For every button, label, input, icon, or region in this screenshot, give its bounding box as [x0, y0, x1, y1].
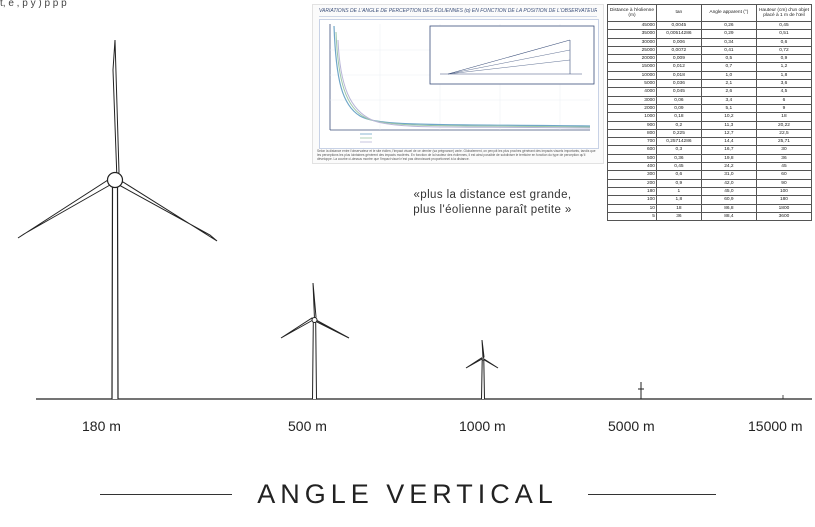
table-cell: 180	[755, 195, 813, 205]
distance-label-15000m: 15000 m	[748, 418, 803, 434]
table-cell: 0,72	[755, 45, 813, 56]
table-cell: 0,6	[755, 37, 813, 47]
table-cell: 6	[755, 95, 813, 105]
table-cell: 100	[755, 186, 813, 197]
table-cell: 20,22	[755, 120, 813, 130]
table-cell: 90	[755, 178, 813, 188]
table-cell: 1800	[755, 203, 813, 213]
cropped-heading-strip: t, e , p y ) p p p	[0, 0, 67, 8]
table-cell: 60	[755, 170, 813, 180]
table-cell: 0,51	[755, 29, 813, 39]
turbine-500m	[280, 282, 350, 400]
table-cell: 1,8	[755, 70, 813, 81]
title-rule-right	[588, 494, 716, 495]
perception-poster: VARIATIONS DE L'ANGLE DE PERCEPTION DES …	[312, 4, 604, 164]
table-cell: 22,5	[755, 128, 813, 139]
table-cell: 0,9	[755, 54, 813, 64]
table-cell: 5	[607, 211, 657, 222]
quote-line-1: «plus la distance est grande,	[413, 189, 572, 201]
table-cell: 1,2	[755, 62, 813, 72]
table-cell: 36	[755, 153, 813, 164]
table-cell: 45	[755, 162, 813, 172]
quote: «plus la distance est grande, plus l'éol…	[380, 188, 605, 218]
distance-label-180m: 180 m	[82, 418, 121, 434]
poster-title: VARIATIONS DE L'ANGLE DE PERCEPTION DES …	[319, 7, 597, 17]
turbine-180m	[17, 39, 218, 400]
turbine-1000m	[465, 339, 499, 400]
title-rule-left	[100, 494, 232, 495]
table-cell: 30	[755, 145, 813, 155]
distance-label-5000m: 5000 m	[608, 418, 655, 434]
table-cell: 3,6	[755, 79, 813, 89]
turbine-5000m	[638, 382, 644, 399]
distance-table: Distance à l'éolienne (m) tan Angle appa…	[607, 4, 813, 266]
table-cell: 9	[755, 103, 813, 114]
turbines-scene	[17, 39, 812, 400]
quote-line-2: plus l'éolienne paraît petite »	[413, 204, 572, 216]
angle-vertical-title: ANGLE VERTICAL	[257, 479, 558, 509]
table-cell: 18	[755, 112, 813, 122]
table-cell: 25,71	[755, 137, 813, 147]
table-cell: 3600	[755, 211, 813, 222]
distance-label-1000m: 1000 m	[459, 418, 506, 434]
distance-label-500m: 500 m	[288, 418, 327, 434]
poster-caption: Selon la distance entre l'observateur et…	[317, 149, 596, 161]
table-cell: 4,5	[755, 87, 813, 97]
table-cell: 0,45	[755, 20, 813, 31]
perception-curve-chart	[319, 19, 599, 149]
